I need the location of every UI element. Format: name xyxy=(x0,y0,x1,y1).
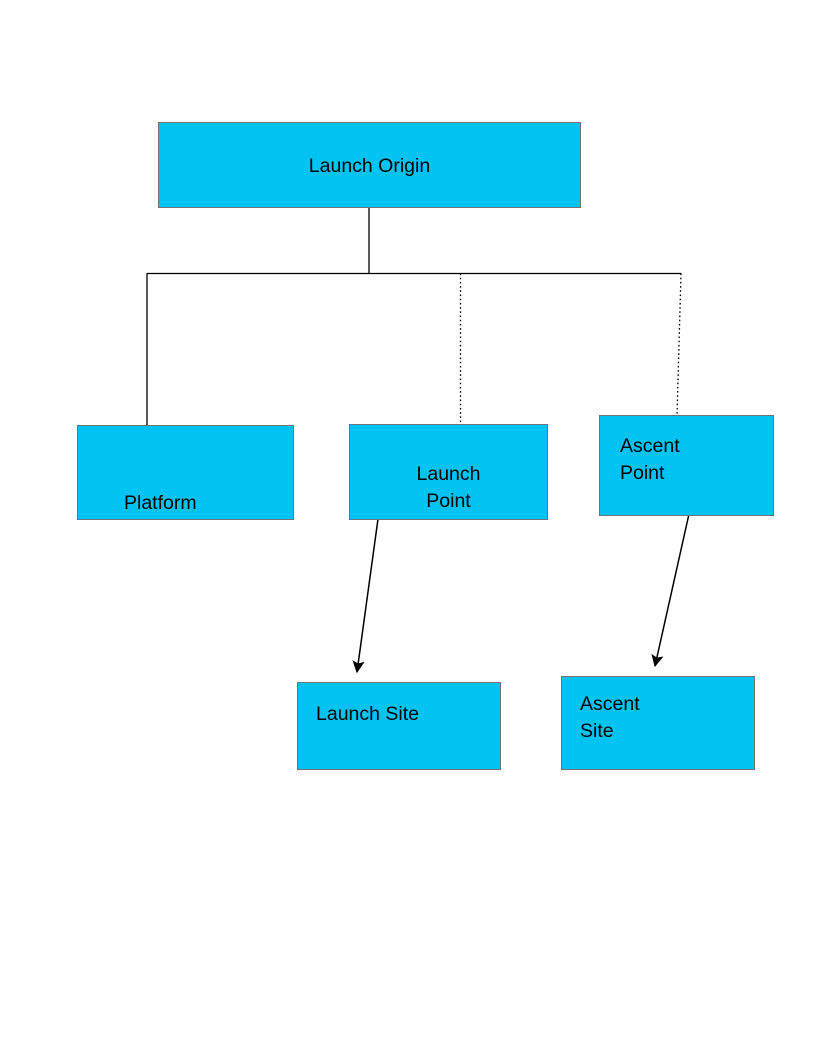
node-launch-point-label: Launch Point xyxy=(416,463,481,512)
node-platform[interactable]: Platform xyxy=(77,425,294,520)
edge-launch-point-to-launch-site xyxy=(352,518,379,674)
node-launch-point[interactable]: Launch Point xyxy=(349,424,548,520)
node-ascent-site[interactable]: Ascent Site xyxy=(561,676,755,770)
node-launch-origin[interactable]: Launch Origin xyxy=(158,122,581,208)
node-launch-site-label: Launch Site xyxy=(316,703,419,725)
node-ascent-point[interactable]: Ascent Point xyxy=(599,415,774,516)
node-launch-site[interactable]: Launch Site xyxy=(297,682,501,770)
node-platform-label: Platform xyxy=(124,492,197,514)
node-launch-origin-label: Launch Origin xyxy=(308,155,431,177)
edge-ascent-point-to-ascent-site xyxy=(651,513,690,668)
node-ascent-point-label: Ascent Point xyxy=(620,435,680,484)
node-ascent-site-label: Ascent Site xyxy=(580,693,640,742)
edge-trunk-ascent-point xyxy=(676,273,682,417)
